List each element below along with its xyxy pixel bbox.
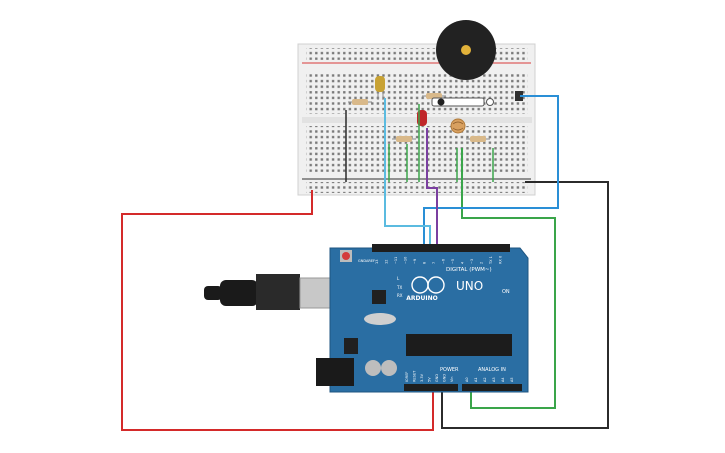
wire-blue — [423, 95, 559, 248]
pin-label: A5 — [510, 377, 514, 382]
power-label: POWER — [440, 367, 459, 373]
power-header — [404, 384, 458, 391]
arduino-logo-text: ARDUINO — [406, 295, 437, 302]
regulator — [344, 338, 358, 354]
l-label: L — [397, 276, 400, 281]
pin-label: TX 1 — [489, 256, 493, 265]
pin-label: ~3 — [470, 259, 474, 264]
on-label: ON — [502, 289, 510, 295]
capacitor-1 — [365, 360, 381, 376]
analog-header — [462, 384, 522, 391]
breadboard-jumpers — [345, 104, 494, 182]
pin-label: 12 — [385, 260, 389, 264]
arduino-uno[interactable] — [316, 244, 529, 393]
usb-cable — [204, 274, 341, 310]
pin-label: GND — [435, 374, 439, 382]
pin-label: 8 — [423, 262, 427, 264]
gnd-label: GND — [358, 259, 366, 263]
aref-label: AREF — [366, 259, 375, 263]
pin-label: ~5 — [451, 259, 455, 264]
resistor-4[interactable] — [466, 136, 490, 142]
buzzer-center — [461, 45, 471, 55]
resistor-1[interactable] — [348, 99, 372, 105]
pin-label: ~9 — [413, 259, 417, 264]
photoresistor[interactable] — [450, 118, 466, 134]
pin-label: ~6 — [442, 259, 446, 264]
digital-label: DIGITAL (PWM~) — [446, 267, 492, 273]
pin-label: 2 — [480, 262, 484, 264]
pin-label: GND — [443, 374, 447, 382]
top-terminal-holes — [306, 74, 528, 114]
transistor — [515, 91, 523, 101]
bottom-rail-holes — [306, 182, 528, 193]
digital-header — [372, 244, 510, 252]
atmega-chip — [406, 334, 512, 356]
usb-chip — [372, 290, 386, 304]
wire-cyan — [384, 98, 431, 248]
pin-label: ~11 — [394, 257, 398, 264]
crystal — [364, 313, 396, 325]
resistor-3[interactable] — [392, 136, 416, 142]
pin-label: 4 — [461, 261, 465, 264]
pin-label: A0 — [465, 377, 469, 382]
board-model: UNO — [456, 279, 483, 293]
pin-label: IOREF — [405, 372, 409, 382]
pin-label: 13 — [375, 260, 379, 264]
usb-plug — [256, 274, 300, 310]
pin-label: A1 — [474, 377, 478, 382]
pin-label: 7 — [432, 262, 436, 264]
capacitor-2 — [381, 360, 397, 376]
pin-label: Vin — [450, 376, 454, 382]
pin-label: A3 — [492, 377, 496, 382]
rx-label: RX — [397, 293, 403, 298]
wire-purple — [426, 128, 438, 248]
pin-label: A4 — [501, 377, 505, 382]
reset-button — [342, 252, 350, 260]
buzzer[interactable] — [436, 20, 496, 80]
wire-black-gnd — [441, 181, 609, 429]
pin-label: 3.3V — [420, 373, 424, 382]
slide-switch[interactable] — [431, 91, 523, 107]
wire-red-5v — [121, 190, 434, 431]
analog-pin-labels: A0 A1 A2 A3 A4 A5 — [465, 377, 514, 382]
wires — [121, 95, 609, 431]
led-yellow[interactable] — [375, 76, 385, 100]
logo-ring-right — [427, 276, 445, 294]
pin-label: ~10 — [404, 257, 408, 264]
pin-label: A2 — [483, 377, 487, 382]
power-jack — [316, 358, 354, 386]
tx-label: TX — [396, 285, 402, 290]
bottom-terminal-holes — [306, 126, 528, 172]
pin-label: 5V — [428, 377, 432, 382]
analog-label: ANALOG IN — [478, 367, 506, 373]
digital-pin-labels: 13 12 ~11 ~10 ~9 8 7 ~6 ~5 4 ~3 2 TX 1 RX 0 — [375, 256, 503, 265]
breadboard — [297, 43, 536, 196]
wire-green-a0 — [461, 148, 556, 409]
pin-label: RESET — [413, 370, 417, 382]
pin-label: RX 0 — [499, 256, 503, 264]
